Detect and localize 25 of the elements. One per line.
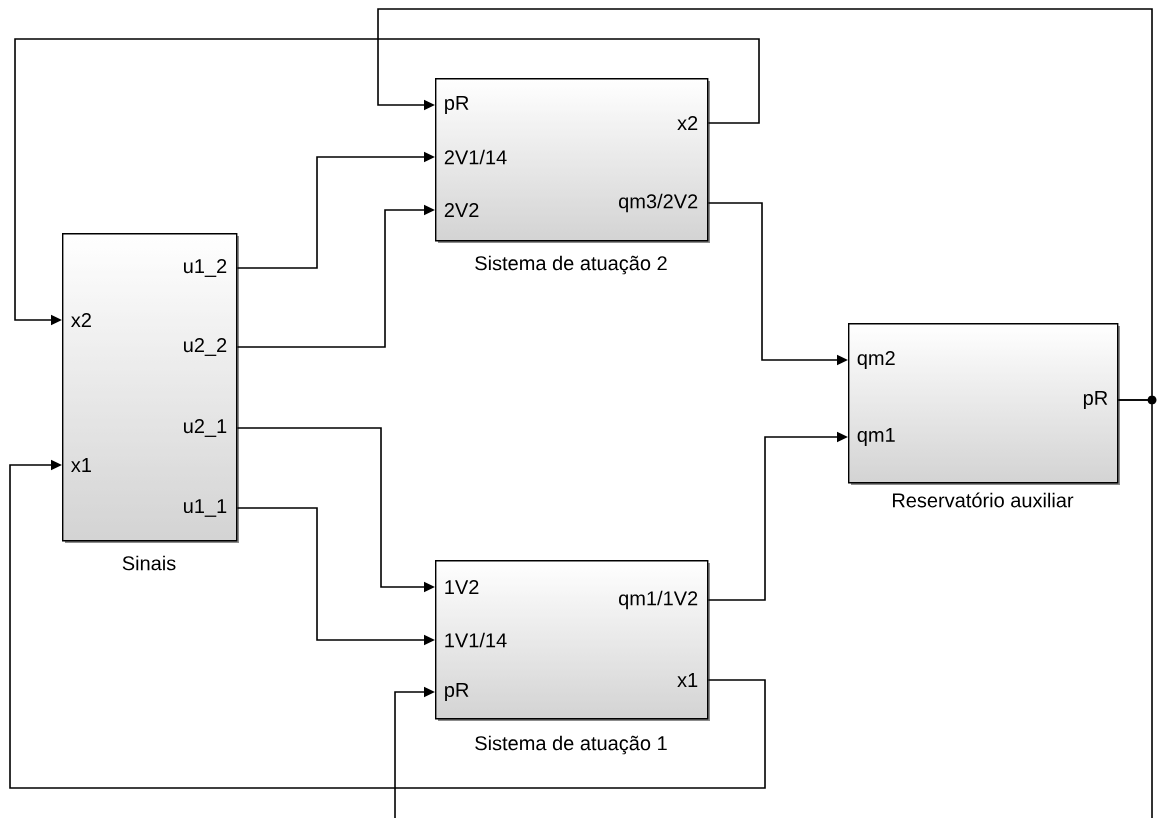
port-label: qm3/2V2 [619, 193, 698, 213]
port-label: qm1/1V2 [619, 590, 698, 610]
port-label: u2_2 [184, 338, 227, 356]
port-label: qm2 [857, 350, 895, 370]
block-caption: Sinais [121, 555, 177, 571]
block-caption: Sistema de atuação 2 [474, 255, 668, 275]
block-caption: Sistema de atuação 1 [474, 735, 668, 755]
port-label: qm1 [857, 428, 895, 446]
port-label: 2V1/14 [444, 149, 507, 165]
port-label: 1V1/14 [445, 632, 507, 648]
port-label: pR [445, 683, 469, 701]
port-label: x2 [677, 116, 698, 130]
signal-line [9, 459, 766, 789]
port-label: x1 [71, 458, 91, 472]
port-label: pR [1083, 391, 1108, 409]
port-label: pR [445, 96, 469, 114]
port-label: x2 [71, 313, 91, 327]
port-label: u2_1 [184, 419, 227, 437]
port-label: 1V2 [445, 580, 479, 594]
block-caption: Reservatório auxiliar [891, 492, 1074, 508]
signal-line [394, 399, 1153, 818]
port-label: u1_1 [184, 499, 227, 517]
port-label: x1 [677, 673, 698, 687]
port-label: u1_2 [184, 259, 227, 277]
port-label: 2V2 [444, 203, 479, 217]
